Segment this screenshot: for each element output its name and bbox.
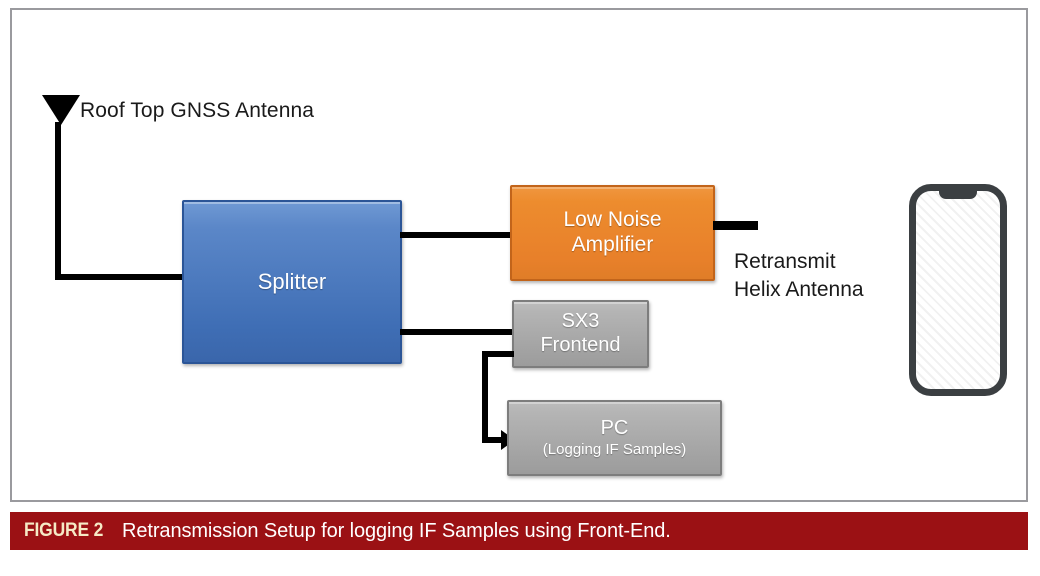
wire-sx3-to-pc-segment-left: [482, 351, 514, 357]
block-pc-label-line1: PC: [600, 416, 629, 439]
block-sx3-label-line2: Frontend: [540, 334, 621, 356]
block-sx3-frontend[interactable]: SX3 Frontend: [512, 300, 649, 368]
figure-number-label: FIGURE 2: [24, 520, 104, 541]
smartphone-icon: [909, 184, 1007, 396]
block-sx3-label-line1: SX3: [561, 310, 600, 333]
block-lna-label-line1: Low Noise: [563, 208, 662, 232]
wire-splitter-to-lna: [400, 232, 512, 238]
antenna-triangle-icon: [42, 95, 80, 125]
smartphone-notch-icon: [939, 191, 977, 199]
wire-splitter-to-sx3: [400, 329, 514, 335]
retransmit-label-line1: Retransmit: [734, 250, 836, 273]
block-low-noise-amplifier[interactable]: Low Noise Amplifier: [510, 185, 715, 281]
retransmit-label-line2: Helix Antenna: [734, 277, 864, 301]
block-splitter-label: Splitter: [257, 269, 327, 295]
wire-sx3-to-pc-segment-down: [482, 351, 488, 443]
wire-sx3-to-pc-segment-right: [482, 437, 504, 443]
block-pc[interactable]: PC (Logging IF Samples): [507, 400, 722, 476]
figure-caption-text: Retransmission Setup for logging IF Samp…: [122, 519, 671, 542]
figure-caption-bar: FIGURE 2 Retransmission Setup for loggin…: [10, 512, 1028, 550]
diagram-frame: Roof Top GNSS Antenna Splitter Low Noise…: [10, 8, 1028, 502]
antenna-mast-line: [55, 122, 61, 279]
antenna-label: Roof Top GNSS Antenna: [80, 99, 315, 122]
block-splitter[interactable]: Splitter: [182, 200, 402, 364]
wire-lna-output-stub: [713, 221, 758, 230]
antenna-triangle-shape: [42, 95, 80, 125]
retransmit-antenna-label: Retransmit Helix Antenna: [734, 248, 864, 303]
block-lna-label-line2: Amplifier: [571, 233, 654, 256]
wire-antenna-to-splitter: [55, 274, 187, 280]
block-pc-label-line2: (Logging IF Samples): [542, 441, 687, 459]
